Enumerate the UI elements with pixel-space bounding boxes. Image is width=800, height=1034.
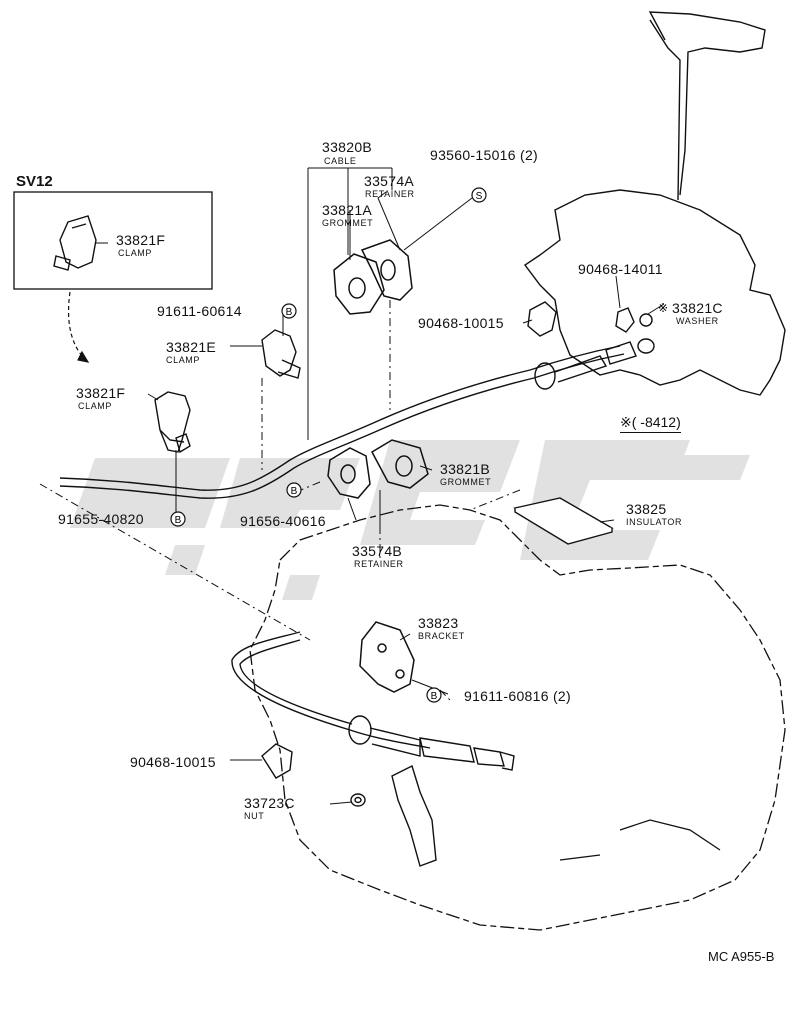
part-number-33825: 33825: [626, 501, 667, 517]
part-desc-clamp-inset: CLAMP: [118, 248, 153, 258]
part-desc-insulator: INSULATOR: [626, 517, 683, 527]
svg-text:S: S: [476, 191, 483, 202]
part-number-33821f-inset: 33821F: [116, 232, 166, 248]
inset-callout-arrow: [67, 291, 90, 363]
bracket-33823: [359, 621, 415, 693]
retainer-33574a: [360, 239, 413, 301]
leader-lines: [96, 167, 665, 805]
insulator-33825: [513, 497, 614, 545]
part-number-91656-40616: 91656-40616: [240, 513, 326, 529]
part-number-33821f: 33821F: [76, 385, 126, 401]
part-number-91611-60614: 91611-60614: [157, 303, 242, 319]
bolt-marker-91611-60614: B: [281, 303, 297, 319]
part-desc-bracket: BRACKET: [418, 631, 465, 641]
part-number-33820b: 33820B: [322, 139, 373, 155]
part-number-93560-15016: 93560-15016 (2): [430, 147, 539, 163]
bolt-marker-91611-60816: B: [426, 687, 442, 703]
part-number-33821b: 33821B: [440, 461, 491, 477]
part-number-33821c: 33821C: [672, 300, 723, 316]
part-desc-cable: CABLE: [324, 156, 357, 166]
part-number-91655-40820: 91655-40820: [58, 511, 144, 527]
part-desc-clamp-f: CLAMP: [78, 401, 113, 411]
part-desc-retainer-b: RETAINER: [354, 559, 404, 569]
svg-text:B: B: [175, 515, 182, 526]
clip-90468-10015-lower: [261, 743, 293, 779]
cable-33820b: [59, 345, 625, 749]
shift-housing: [523, 11, 786, 396]
inset-frame: [13, 191, 213, 290]
part-desc-grommet-a: GROMMET: [322, 218, 374, 228]
clamp-33821e: [261, 329, 301, 379]
part-number-90468-10015-lower: 90468-10015: [130, 754, 216, 770]
transmission-housing: [249, 504, 786, 931]
part-desc-retainer-a: RETAINER: [365, 189, 415, 199]
clip-90468-10015-upper: [527, 301, 557, 337]
part-number-90468-10015-upper: 90468-10015: [418, 315, 504, 331]
cable-end-transmission: [348, 715, 515, 771]
inset-clamp-33821f: [53, 215, 97, 271]
part-number-91611-60816: 91611-60816 (2): [464, 688, 571, 704]
note-symbol-33821c: ※: [658, 301, 668, 315]
grommet-33821b: [371, 439, 429, 489]
part-number-33574a: 33574A: [364, 173, 415, 189]
screw-marker-93560: S: [471, 187, 487, 203]
svg-text:B: B: [286, 307, 293, 318]
svg-text:B: B: [291, 486, 298, 497]
nut-33723c: [350, 793, 366, 807]
dashed-assembly-lines: [39, 300, 521, 701]
part-number-33821e: 33821E: [166, 339, 217, 355]
grommet-33821a: [333, 253, 385, 315]
clip-90468-14011: [615, 307, 635, 333]
part-desc-clamp-e: CLAMP: [166, 355, 201, 365]
part-number-33823: 33823: [418, 615, 459, 631]
clamp-33821f: [154, 391, 191, 454]
applicability-note: ※( -8412): [620, 415, 681, 433]
part-number-90468-14011: 90468-14011: [578, 261, 663, 277]
part-number-33574b: 33574B: [352, 543, 403, 559]
svg-text:B: B: [431, 691, 438, 702]
washer-33821c: [639, 313, 653, 327]
cable-end-lever: [534, 338, 655, 390]
drawing-code: MC A955-B: [708, 949, 775, 964]
transmission-shift-arm: [391, 765, 437, 867]
part-desc-grommet-b: GROMMET: [440, 477, 492, 487]
watermark-logo: [70, 440, 750, 600]
retainer-33574b: [327, 447, 371, 499]
inset-label: SV12: [16, 173, 53, 190]
part-number-33723c: 33723C: [244, 795, 295, 811]
part-number-33821a: 33821A: [322, 202, 373, 218]
part-desc-nut: NUT: [244, 811, 265, 821]
bolt-marker-91655: B: [170, 511, 186, 527]
part-desc-washer: WASHER: [676, 316, 719, 326]
bolt-marker-91656: B: [286, 482, 302, 498]
